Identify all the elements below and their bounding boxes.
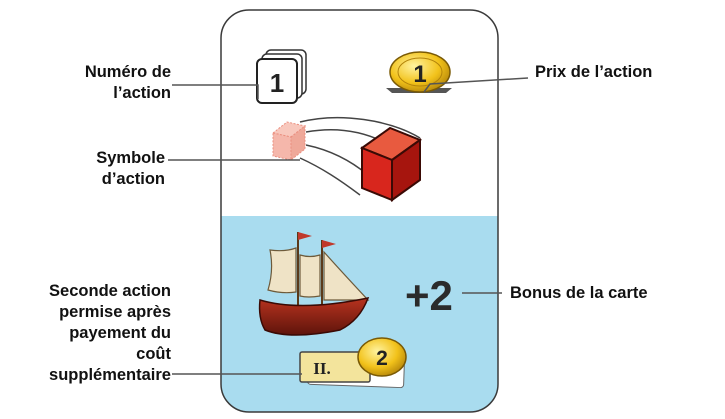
label-second-action-line4: coût [136,345,171,363]
label-action-symbol: Symbole d’action [58,148,165,190]
action-number-value: 1 [270,68,284,98]
coin-icon: 1 [386,51,452,93]
label-second-action-line5: supplémentaire [49,366,171,384]
card-border [220,9,499,413]
label-action-number: Numéro de l’action [48,62,171,104]
second-action-cost: 2 [376,347,388,370]
second-action-roman: II. [313,359,330,378]
leader-line-action-number [172,84,259,99]
label-action-price-text: Prix de l’action [535,63,653,81]
label-second-action-line2: permise après [59,303,171,321]
ship-icon [258,232,370,336]
price-value: 1 [413,61,426,88]
label-action-price: Prix de l’action [535,62,652,83]
second-action-badge: II. 2 [299,337,407,389]
bonus-value: +2 [405,272,453,319]
label-action-symbol-line2: d’action [101,170,165,188]
label-second-action-line1: Seconde action [49,282,171,300]
label-card-bonus: Bonus de la carte [510,283,648,304]
leader-line-action-price [423,77,529,93]
cube-icon [271,116,423,202]
label-second-action-line3: payement du [69,324,171,342]
action-number-icon: 1 [256,49,307,104]
label-second-action: Seconde action permise après payement du… [8,281,171,386]
label-action-symbol-line1: Symbole [96,149,165,167]
label-action-number-line2: l’action [113,84,171,102]
label-action-number-line1: Numéro de [84,63,171,81]
label-card-bonus-text: Bonus de la carte [510,284,648,302]
second-action-coin-icon [357,337,407,377]
card-top-area [221,10,498,216]
